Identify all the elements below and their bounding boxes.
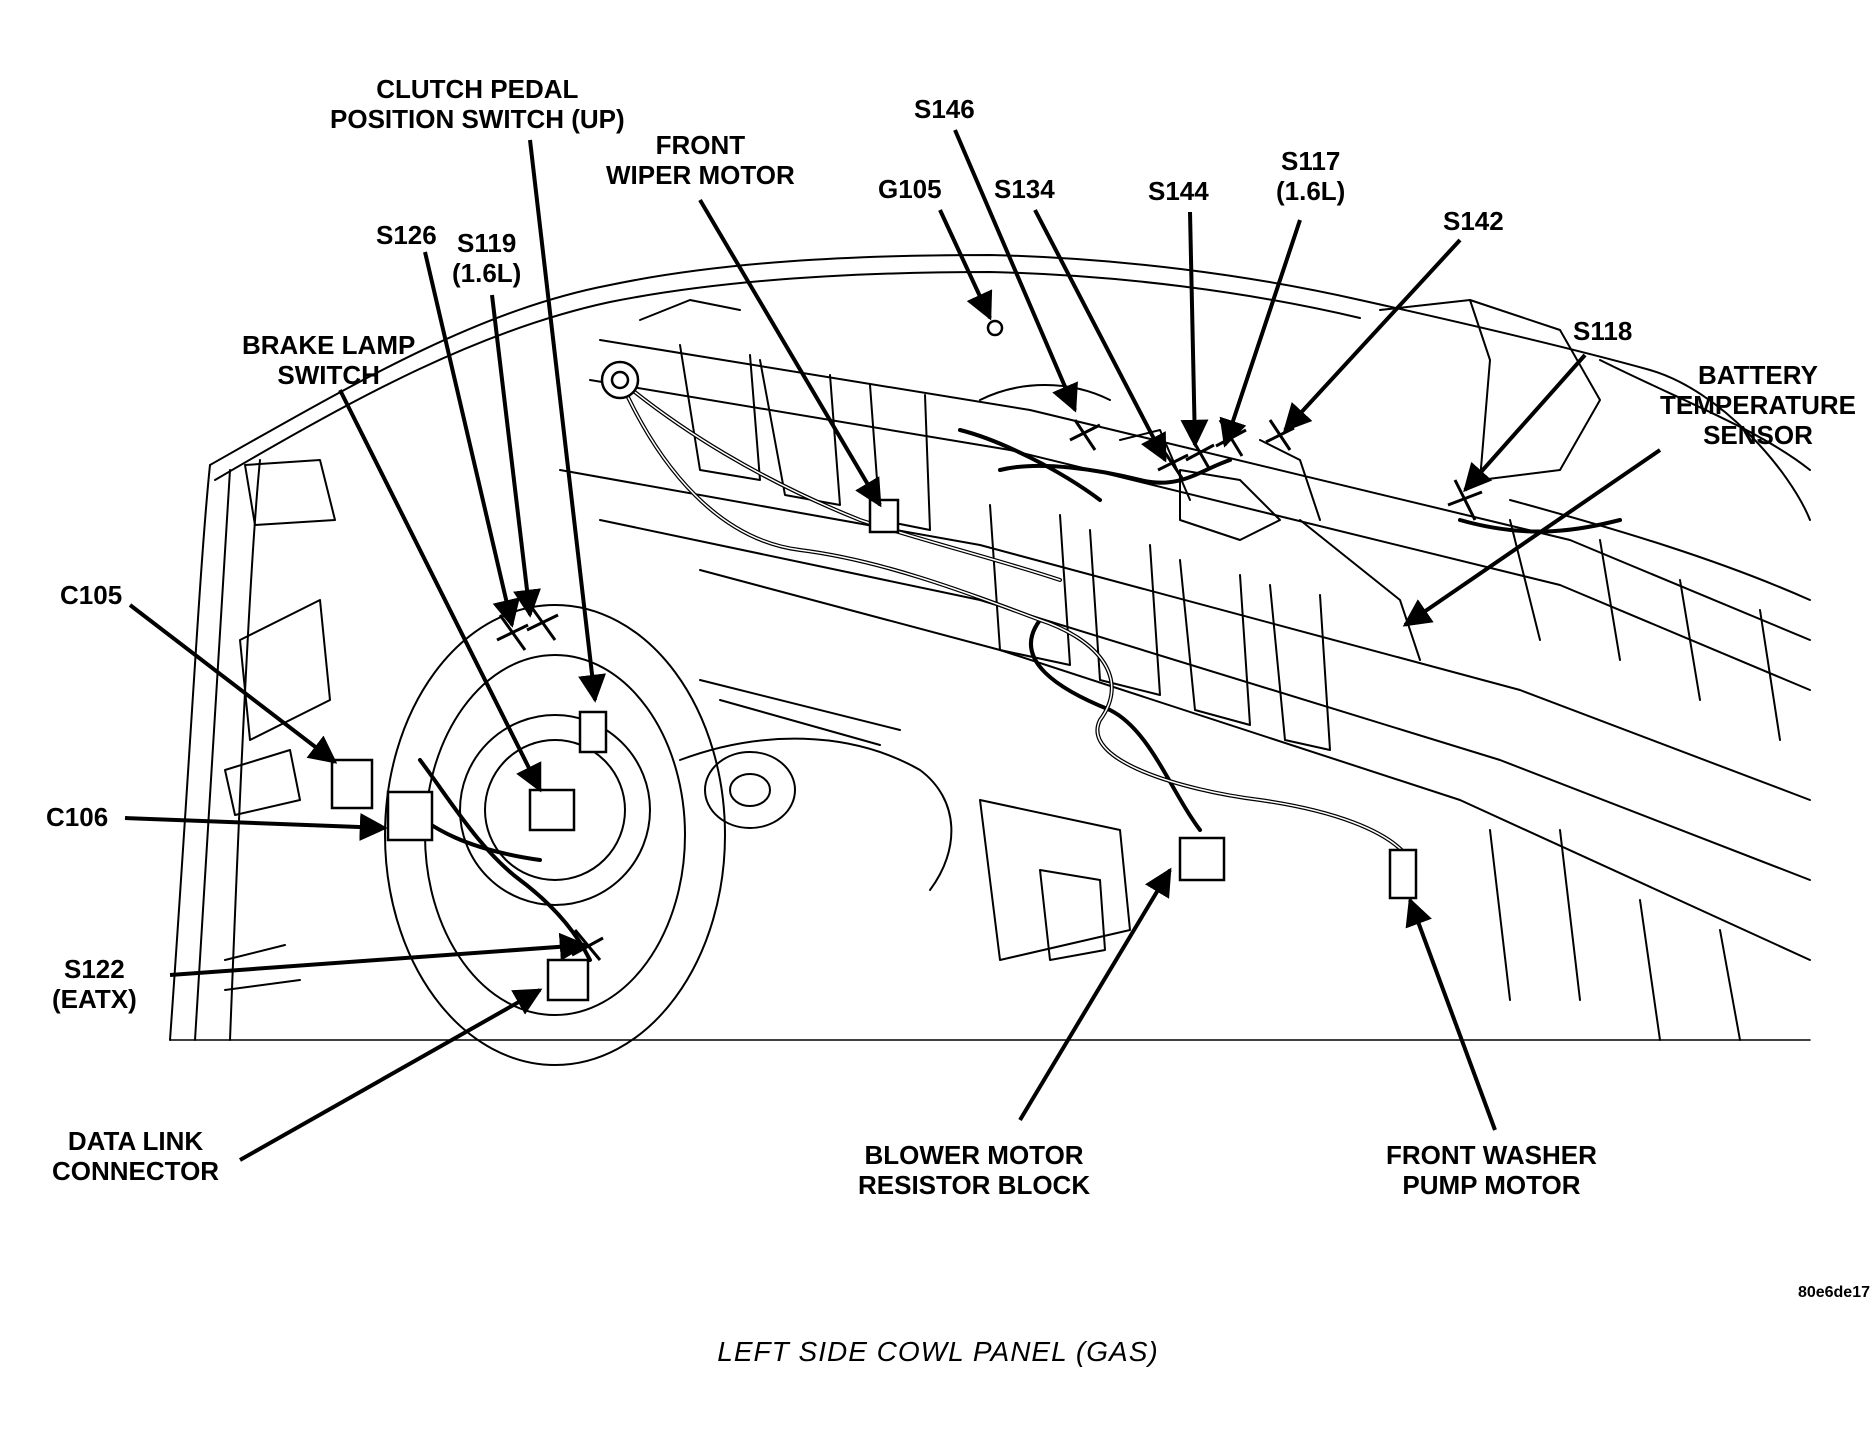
label-brake-lamp-switch: BRAKE LAMP SWITCH	[242, 330, 416, 390]
label-data-link-connector: DATA LINK CONNECTOR	[52, 1126, 220, 1186]
data-link-connector-body	[546, 958, 590, 1002]
label-s144: S144	[1148, 176, 1209, 206]
arrow-data-link-connector	[239, 988, 543, 1162]
label-s119: S119 (1.6L)	[452, 228, 522, 288]
connector-shapes	[330, 319, 1418, 1002]
label-c106: C106	[46, 802, 109, 832]
label-front-wiper-motor: FRONT WIPER MOTOR	[606, 130, 795, 190]
washer-pump-connector	[1388, 848, 1418, 900]
arrow-c105	[128, 603, 338, 764]
g105-ground	[986, 319, 1004, 337]
label-s126: S126	[376, 220, 437, 250]
wiring-harness	[398, 378, 1622, 962]
arrow-g105	[938, 209, 993, 321]
label-front-washer-pump: FRONT WASHER PUMP MOTOR	[1386, 1140, 1597, 1200]
label-blower-resistor: BLOWER MOTOR RESISTOR BLOCK	[858, 1140, 1091, 1200]
arrow-s142	[1283, 238, 1462, 433]
label-s142: S142	[1443, 206, 1504, 236]
blower-resistor-body	[1178, 836, 1226, 882]
label-battery-temp-sensor: BATTERY TEMPERATURE SENSOR	[1660, 360, 1856, 450]
arrow-s119	[490, 294, 541, 618]
label-s134: S134	[994, 174, 1055, 204]
arrow-s118	[1463, 353, 1587, 493]
arrow-front-wiper-motor	[698, 198, 882, 508]
figure-id: 80e6de17	[1797, 1284, 1870, 1301]
figure-caption: LEFT SIDE COWL PANEL (GAS)	[717, 1336, 1159, 1367]
brake-switch-body	[528, 788, 576, 832]
arrow-battery-temp-sensor	[1402, 448, 1662, 627]
arrow-clutch-switch	[528, 139, 607, 703]
label-g105: G105	[878, 174, 942, 204]
leader-arrows	[124, 129, 1662, 1162]
label-s117: S117 (1.6L)	[1276, 146, 1346, 206]
c106-connector	[386, 790, 434, 842]
arrow-s122	[169, 932, 588, 977]
arrow-s126	[423, 251, 520, 628]
cowl-body-drawing	[169, 254, 1811, 1066]
clutch-switch-body	[578, 710, 608, 754]
arrow-front-washer-pump	[1405, 897, 1497, 1131]
arrow-s134	[1033, 209, 1167, 463]
arrow-s144	[1180, 211, 1209, 448]
wiper-motor-connector	[868, 498, 900, 534]
arrow-blower-resistor	[1018, 867, 1172, 1122]
arrow-s117	[1219, 219, 1302, 448]
arrow-c106	[124, 813, 388, 842]
label-s122: S122 (EATX)	[52, 954, 137, 1014]
label-s118: S118	[1573, 316, 1633, 346]
arrow-brake-lamp-switch	[338, 389, 542, 793]
c105-connector	[330, 758, 374, 810]
arrow-s146	[953, 129, 1078, 413]
wiring-harness-inner	[619, 379, 1411, 861]
label-clutch-switch: CLUTCH PEDAL POSITION SWITCH (UP)	[330, 74, 625, 134]
label-s146: S146	[914, 94, 975, 124]
label-c105: C105	[60, 580, 123, 610]
